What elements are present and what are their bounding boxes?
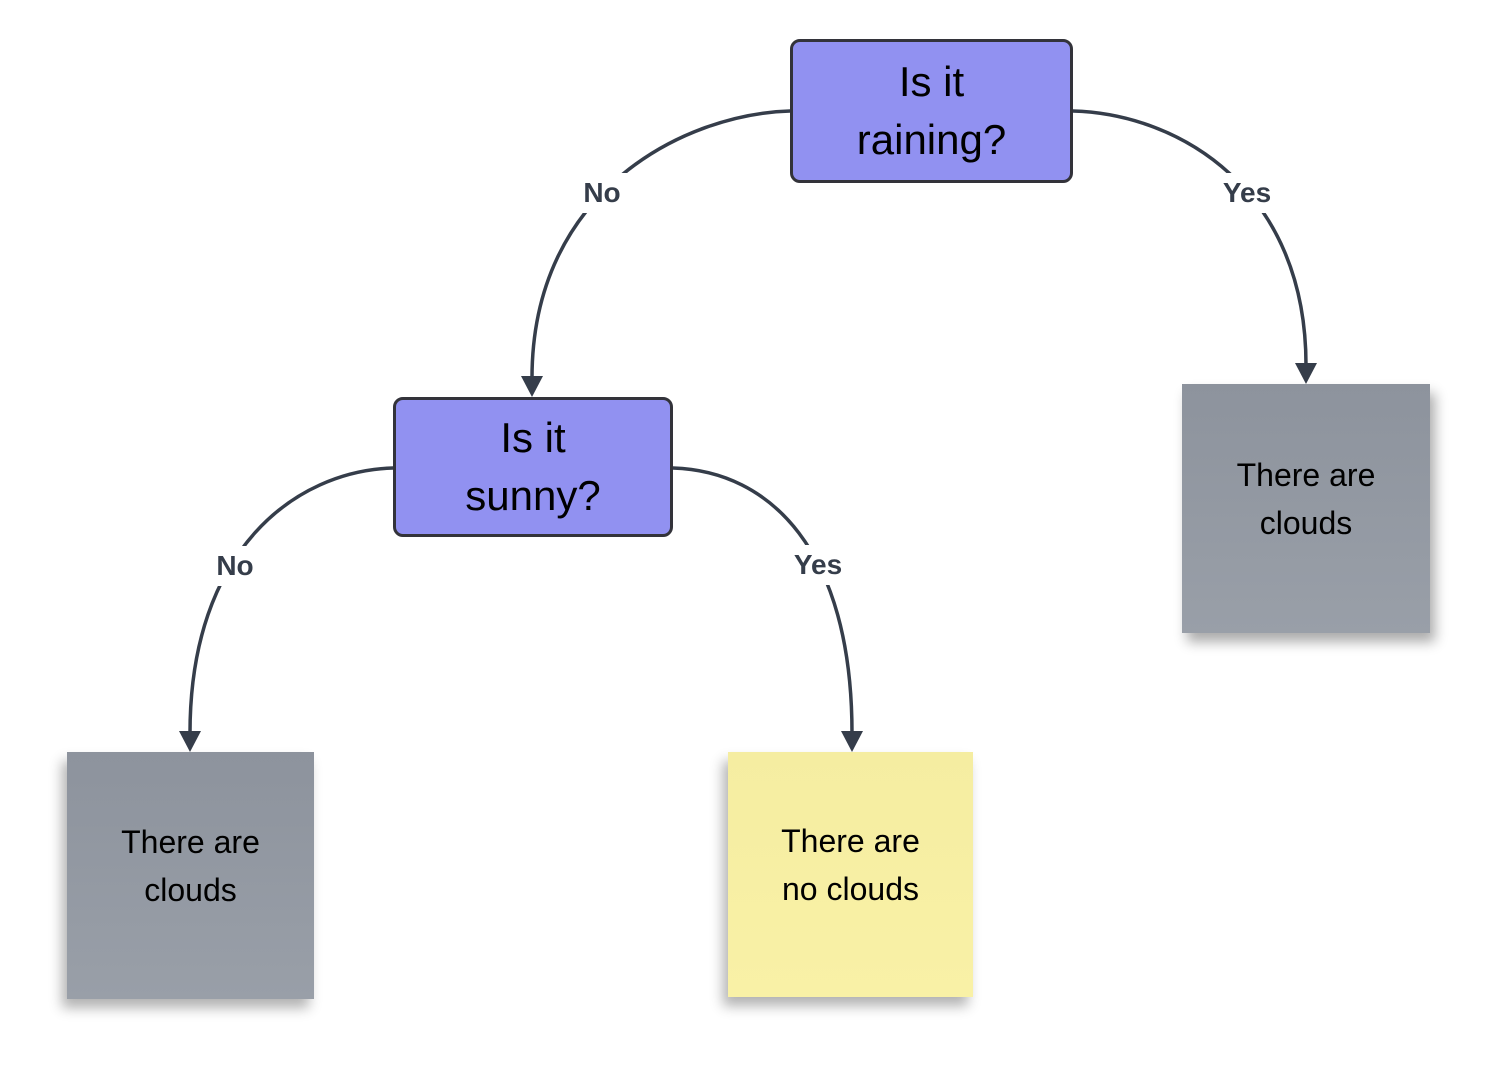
arrowhead-raining-no [521, 376, 543, 397]
edge-label-sunny-no: No [207, 546, 263, 586]
edge-sunny-no [188, 466, 395, 735]
edge-label-sunny-yes: Yes [784, 545, 852, 585]
decision-node-is-it-raining: Is it raining? [790, 39, 1073, 183]
sticky-note-there-are-no-clouds: There are no clouds [728, 752, 973, 997]
decision-node-label: Is it raining? [856, 58, 1007, 163]
arrowhead-sunny-no [179, 731, 201, 752]
edge-raining-yes [1071, 109, 1308, 367]
edge-label-raining-yes: Yes [1213, 173, 1281, 213]
sticky-note-label: There are clouds [1236, 456, 1376, 541]
arrowhead-sunny-yes [841, 731, 863, 752]
sticky-note-label: There are clouds [121, 823, 260, 908]
arrowhead-raining-yes [1295, 363, 1317, 384]
edge-sunny-yes [671, 466, 854, 735]
decision-node-label: Is it sunny? [465, 414, 601, 519]
decision-node-is-it-sunny: Is it sunny? [393, 397, 673, 537]
edge-raining-no [530, 109, 792, 380]
sticky-note-there-are-clouds-right: There are clouds [1182, 384, 1430, 633]
sticky-note-label: There are no clouds [781, 822, 920, 907]
edge-label-raining-no: No [574, 173, 630, 213]
sticky-note-there-are-clouds-left: There are clouds [67, 752, 314, 999]
